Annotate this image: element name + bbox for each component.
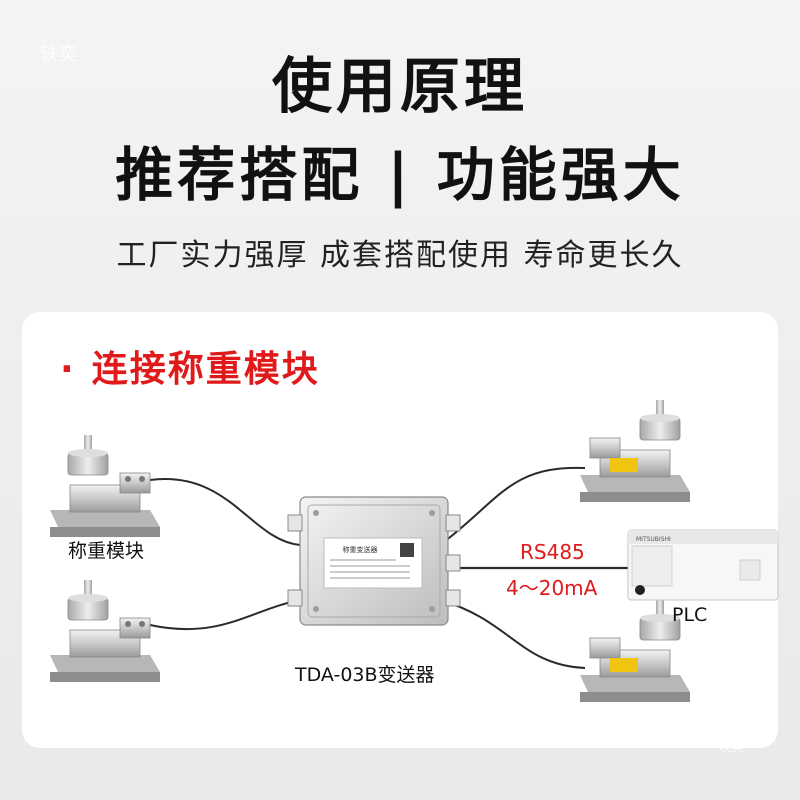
load-cell-module-icon xyxy=(49,579,161,683)
bullet-dot: · xyxy=(60,349,76,390)
load-cell-module-icon xyxy=(579,399,691,503)
nameplate-title: 称重变送器 xyxy=(343,545,378,554)
watermark: 轶奕 xyxy=(718,740,745,755)
plc-label: PLC xyxy=(672,604,708,626)
module-label: 称重模块 xyxy=(68,540,145,562)
cable-top-right xyxy=(439,466,586,546)
cable-bottom-right xyxy=(439,599,586,669)
tagline: 工厂实力强厚 成套搭配使用 寿命更长久 xyxy=(116,238,684,273)
section-title-text: 连接称重模块 xyxy=(91,349,320,390)
plc-brand: MITSUBISHI xyxy=(636,536,671,543)
load-cell-module-icon xyxy=(49,434,161,538)
transmitter-label: TDA-03B变送器 xyxy=(295,664,435,686)
cable-bottom-left xyxy=(149,599,301,630)
page-title: 使用原理 xyxy=(272,52,528,122)
current-label: 4～20mA xyxy=(506,576,598,600)
cable-top-left xyxy=(149,478,301,546)
rs485-label: RS485 xyxy=(520,540,585,564)
brand-mark: 轶奕 xyxy=(40,44,78,65)
page-subtitle: 推荐搭配 | 功能强大 xyxy=(115,141,685,209)
section-title: · 连接称重模块 xyxy=(60,340,320,392)
plc-icon: MITSUBISHI xyxy=(627,529,779,601)
junction-box-icon: 称重变送器 xyxy=(287,496,461,626)
